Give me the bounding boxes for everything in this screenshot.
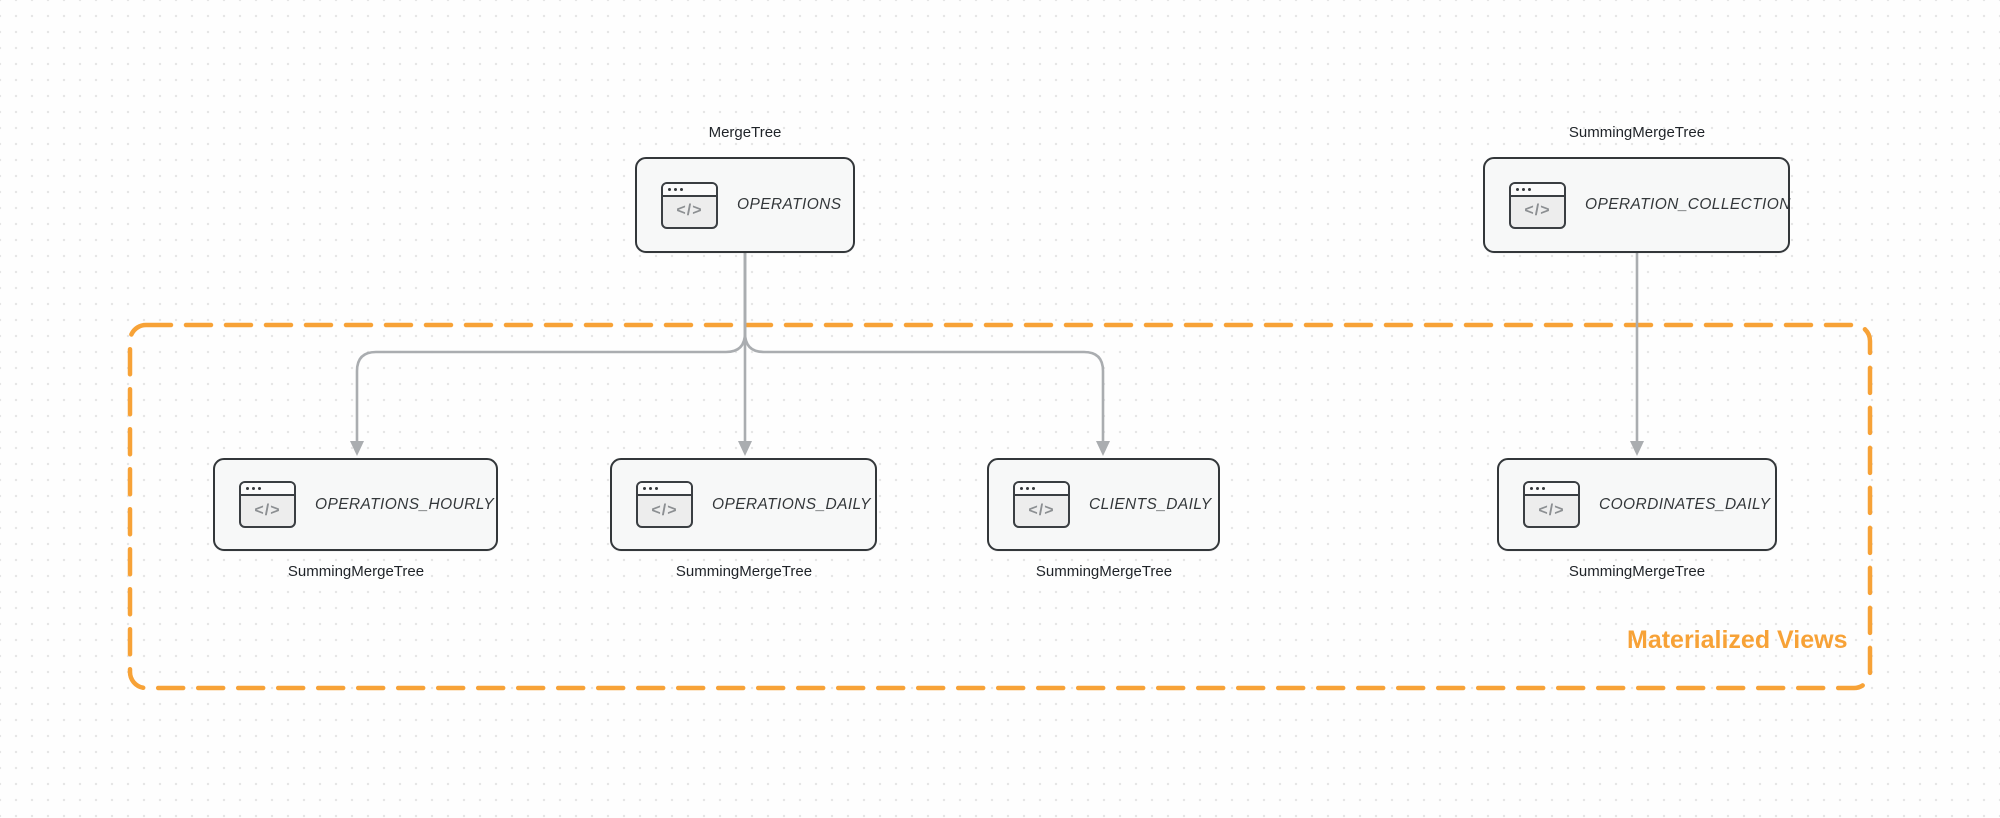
node-title: OPERATIONS_DAILY <box>712 495 871 513</box>
arrowhead-clients-daily <box>1096 441 1110 456</box>
materialized-views-group-label: Materialized Views <box>1627 626 1848 654</box>
node-operation-collection: </> OPERATION_COLLECTION <box>1483 157 1790 253</box>
window-bar <box>663 183 716 197</box>
window-dot <box>1020 487 1023 490</box>
window-dot <box>246 487 249 490</box>
code-window-icon: </> <box>661 181 718 229</box>
code-window-icon: </> <box>1013 481 1070 528</box>
window-dot <box>643 487 646 490</box>
arrowhead-coordinates-daily <box>1630 441 1644 456</box>
window-dot <box>680 187 683 191</box>
node-coordinates-daily: </> COORDINATES_DAILY <box>1497 458 1777 551</box>
window-dot <box>1542 487 1545 490</box>
window-dot <box>1026 487 1029 490</box>
code-window-icon: </> <box>1509 181 1566 229</box>
node-operations: </> OPERATIONS <box>635 157 855 253</box>
edge-operations-to-operations-hourly <box>355 253 747 442</box>
engine-label-summingmergetree: SummingMergeTree <box>287 563 425 580</box>
node-title: CLIENTS_DAILY <box>1089 495 1212 513</box>
node-operations-hourly: </> OPERATIONS_HOURLY <box>213 458 498 551</box>
window-dot <box>655 487 658 490</box>
window-dot <box>1032 487 1035 490</box>
window-dot <box>674 187 677 191</box>
node-operations-daily: </> OPERATIONS_DAILY <box>610 458 877 551</box>
window-bar <box>1015 483 1068 496</box>
code-glyph: </> <box>1538 501 1565 519</box>
node-title: OPERATIONS <box>737 196 842 213</box>
node-title: OPERATION_COLLECTION <box>1585 196 1791 213</box>
code-window-icon: </> <box>239 481 296 528</box>
materialized-views-group-border <box>127 322 1873 691</box>
code-window-icon: </> <box>636 481 693 528</box>
engine-label-mergetree: MergeTree <box>708 124 782 141</box>
node-clients-daily: </> CLIENTS_DAILY <box>987 458 1220 551</box>
window-bar <box>1511 183 1564 197</box>
engine-label-summingmergetree: SummingMergeTree <box>1568 563 1706 580</box>
window-dot <box>649 487 652 490</box>
window-dot <box>1528 187 1531 191</box>
code-glyph: </> <box>1524 202 1551 219</box>
engine-label-summingmergetree: SummingMergeTree <box>675 563 813 580</box>
window-dot <box>258 487 261 490</box>
node-title: COORDINATES_DAILY <box>1599 495 1771 513</box>
code-window-icon: </> <box>1523 481 1580 528</box>
code-glyph: </> <box>1028 501 1055 519</box>
arrowhead-operations-daily <box>738 441 752 456</box>
window-dot <box>1516 187 1519 191</box>
window-dot <box>252 487 255 490</box>
edge-operations-to-clients-daily <box>743 253 1105 442</box>
window-bar <box>638 483 691 496</box>
window-bar <box>1525 483 1578 496</box>
code-glyph: </> <box>676 202 703 219</box>
code-glyph: </> <box>651 501 678 519</box>
window-dot <box>1522 187 1525 191</box>
node-title: OPERATIONS_HOURLY <box>315 495 495 513</box>
engine-label-summingmergetree: SummingMergeTree <box>1568 124 1706 141</box>
code-glyph: </> <box>254 501 281 519</box>
window-dot <box>1530 487 1533 490</box>
window-bar <box>241 483 294 496</box>
engine-label-summingmergetree: SummingMergeTree <box>1035 563 1173 580</box>
window-dot <box>668 187 671 191</box>
window-dot <box>1536 487 1539 490</box>
arrowhead-operations-hourly <box>350 441 364 456</box>
